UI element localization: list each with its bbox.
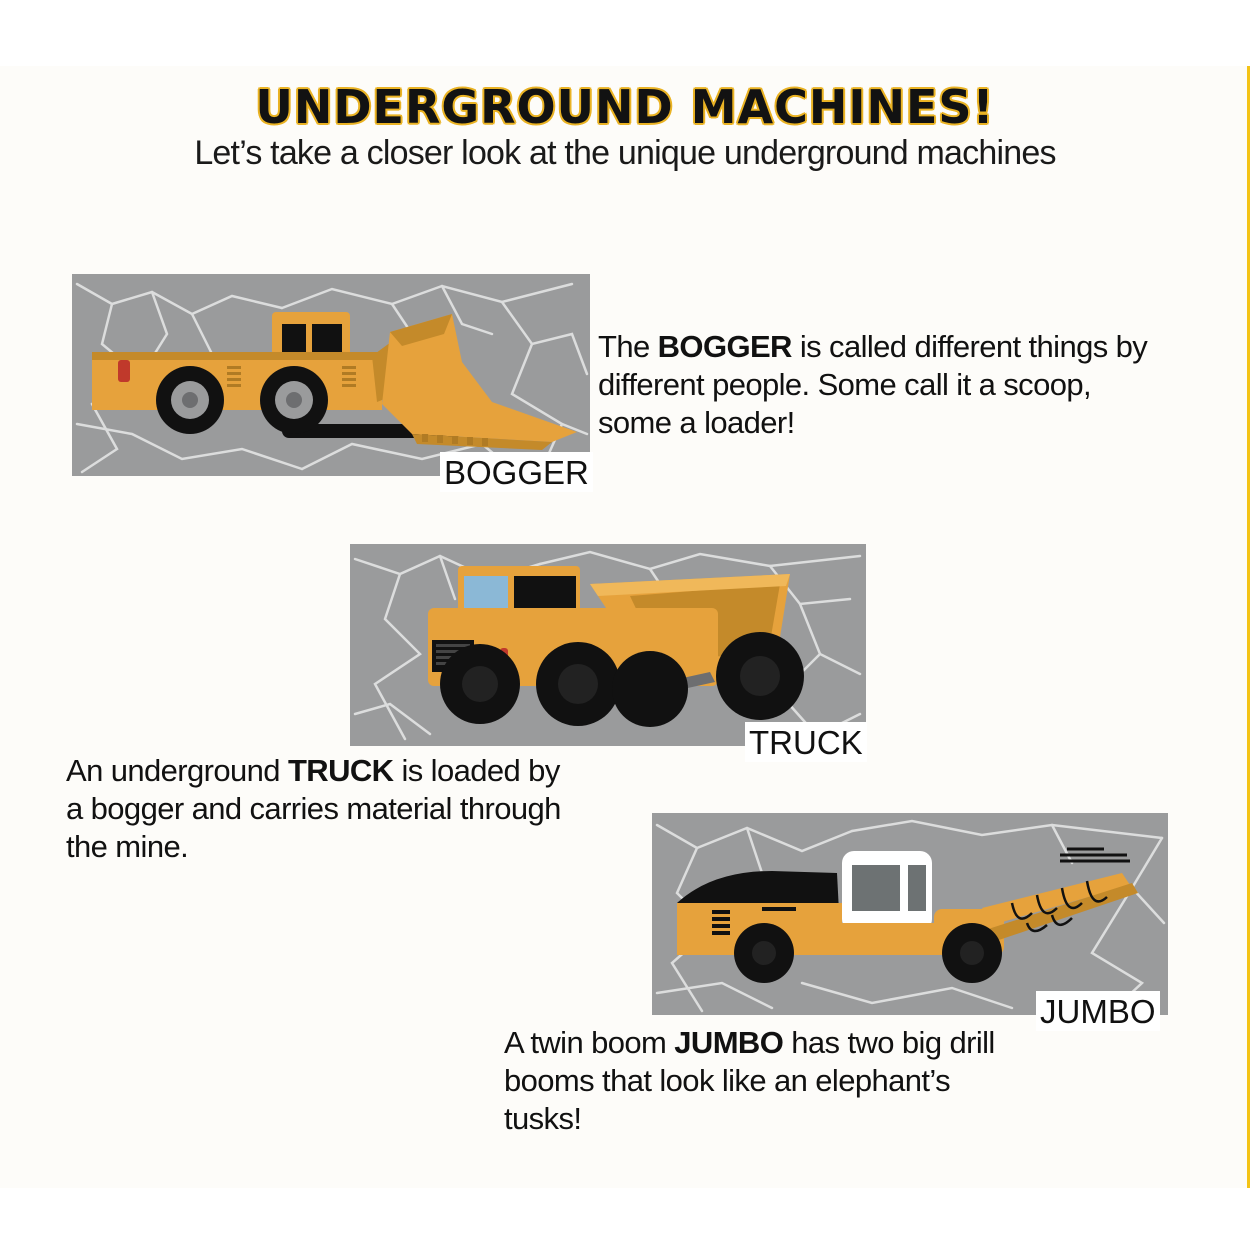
truck-illustration bbox=[353, 550, 862, 741]
jumbo-bold-name: JUMBO bbox=[674, 1025, 784, 1060]
jumbo-illustration bbox=[655, 819, 1166, 1013]
jumbo-label: JUMBO bbox=[1036, 991, 1160, 1031]
jumbo-description: A twin boom JUMBO has two big drill boom… bbox=[504, 1025, 995, 1136]
rock-cracks bbox=[75, 282, 589, 474]
truck-bold-name: TRUCK bbox=[287, 753, 394, 788]
bogger-panel bbox=[72, 274, 590, 476]
poster-title: UNDERGROUND MACHINES! bbox=[255, 80, 995, 134]
bogger-illustration bbox=[75, 282, 589, 474]
bogger-description: The BOGGER is called different things by… bbox=[598, 329, 1148, 440]
rock-cracks bbox=[353, 550, 862, 741]
truck-label: TRUCK bbox=[745, 722, 867, 762]
edge-accent-bar bbox=[1247, 66, 1250, 1188]
jumbo-panel bbox=[652, 813, 1168, 1015]
truck-machine bbox=[428, 566, 804, 727]
bogger-bold-name: BOGGER bbox=[657, 329, 793, 364]
truck-panel bbox=[350, 544, 866, 746]
bogger-label: BOGGER bbox=[440, 452, 593, 492]
bogger-machine bbox=[92, 312, 577, 450]
truck-description: An underground TRUCK is loaded by a bogg… bbox=[66, 753, 561, 864]
poster-subtitle: Let’s take a closer look at the unique u… bbox=[194, 134, 1056, 172]
jumbo-machine bbox=[677, 847, 1138, 983]
